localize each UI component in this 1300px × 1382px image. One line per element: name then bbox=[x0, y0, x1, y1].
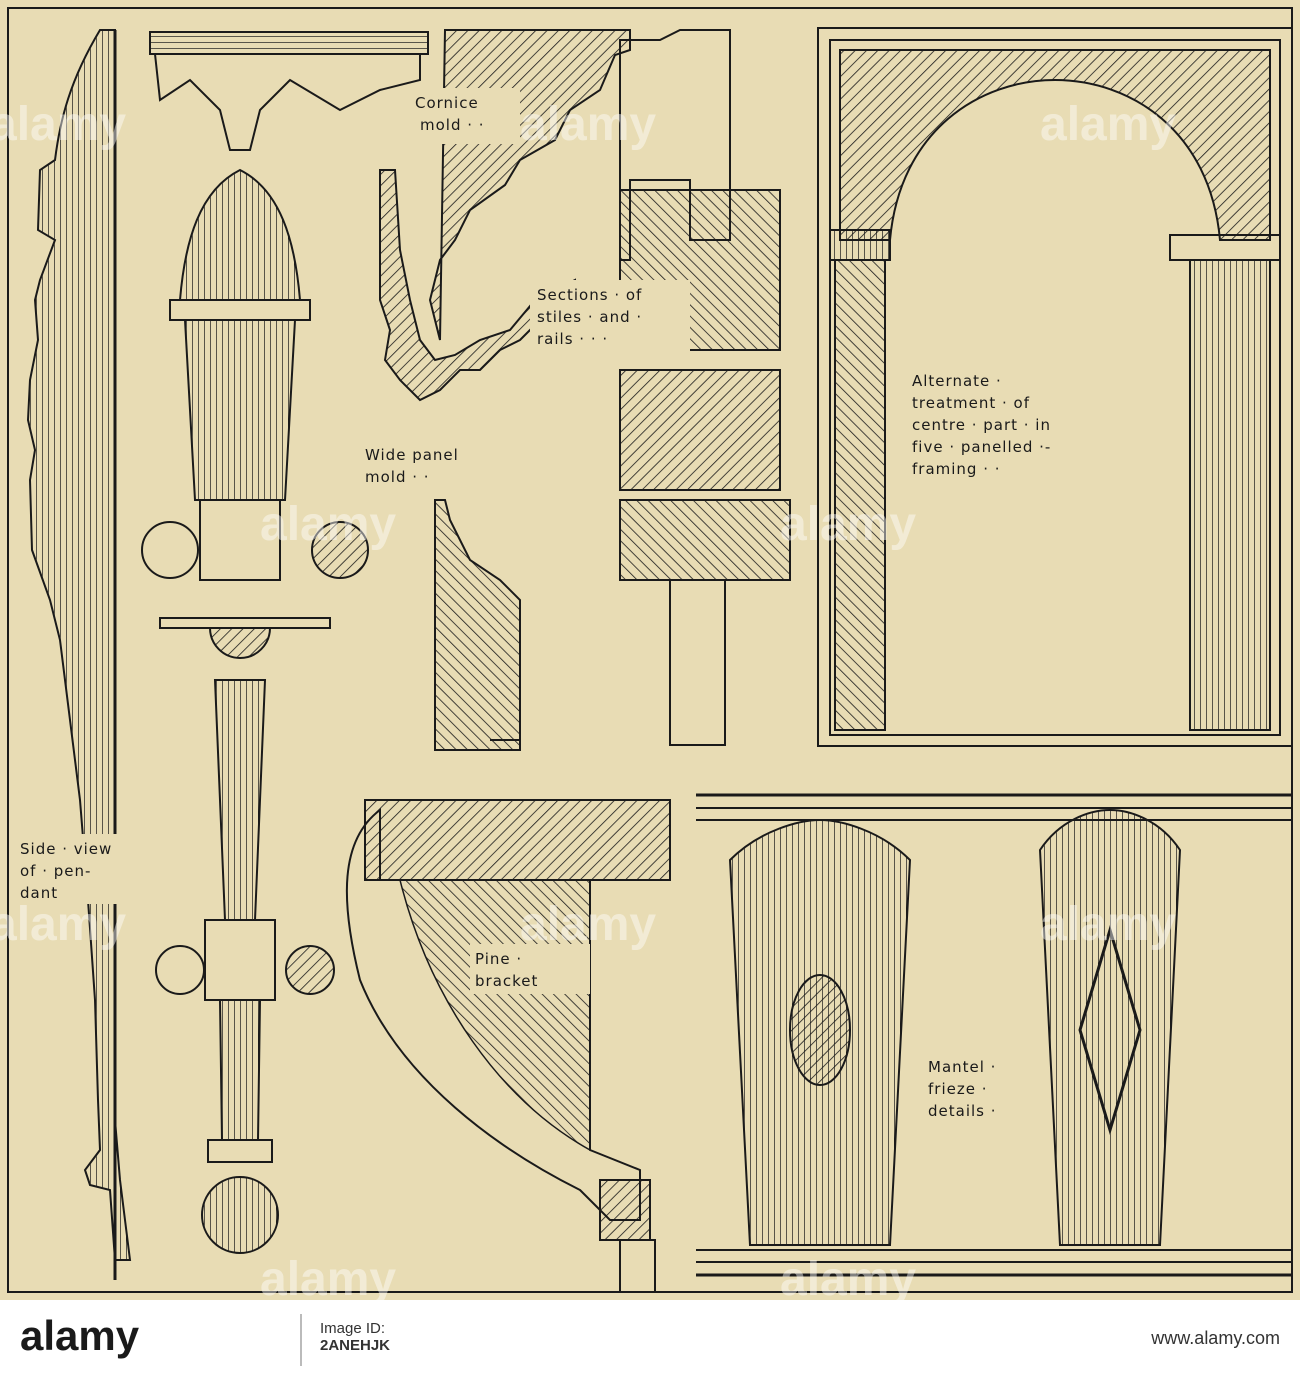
svg-text:alamy: alamy bbox=[0, 98, 126, 151]
mantel-frieze-details bbox=[696, 793, 1292, 1277]
stock-footer-bar: alamy Image ID: 2ANEHJK www.alamy.com bbox=[0, 1300, 1300, 1382]
svg-text:Side · view: Side · view bbox=[20, 840, 112, 858]
svg-text:Mantel ·: Mantel · bbox=[928, 1058, 996, 1076]
label-alternate-treatment: Alternate · treatment · of centre · part… bbox=[905, 365, 1165, 489]
svg-text:Cornice: Cornice bbox=[415, 94, 479, 112]
alamy-logo[interactable]: alamy bbox=[20, 1312, 140, 1359]
svg-text:treatment · of: treatment · of bbox=[912, 394, 1030, 412]
svg-text:stiles · and ·: stiles · and · bbox=[537, 308, 642, 326]
svg-text:framing · ·: framing · · bbox=[912, 460, 1001, 478]
svg-text:centre · part · in: centre · part · in bbox=[912, 416, 1051, 434]
alternate-treatment-panel bbox=[817, 27, 1293, 747]
svg-text:of · pen-: of · pen- bbox=[20, 862, 91, 880]
svg-text:alamy: alamy bbox=[1040, 898, 1176, 951]
svg-text:bracket: bracket bbox=[475, 972, 538, 990]
label-pine-bracket: Pine · bracket bbox=[470, 944, 590, 994]
watermark: alamy alamy alamy alamy alamy alamy alam… bbox=[0, 98, 1176, 1306]
svg-text:alamy: alamy bbox=[260, 1253, 396, 1300]
svg-text:Alternate ·: Alternate · bbox=[912, 372, 1002, 390]
svg-text:Wide panel: Wide panel bbox=[365, 446, 459, 464]
pine-bracket bbox=[345, 799, 671, 1293]
footer-divider bbox=[300, 1314, 302, 1366]
svg-text:alamy: alamy bbox=[780, 498, 916, 551]
svg-text:dant: dant bbox=[20, 884, 58, 902]
wide-panel-mold bbox=[434, 499, 521, 751]
svg-text:rails · · ·: rails · · · bbox=[537, 330, 608, 348]
image-id-code: 2ANEHJK bbox=[320, 1337, 391, 1354]
svg-text:alamy: alamy bbox=[780, 1253, 916, 1300]
svg-text:mold · ·: mold · · bbox=[365, 468, 430, 486]
svg-text:five · panelled ·-: five · panelled ·- bbox=[912, 438, 1051, 456]
image-id-label: Image ID: bbox=[320, 1320, 386, 1337]
svg-text:details ·: details · bbox=[928, 1102, 997, 1120]
pendant-front bbox=[141, 31, 429, 1254]
svg-text:alamy: alamy bbox=[520, 898, 656, 951]
image-id: Image ID: 2ANEHJK bbox=[320, 1320, 390, 1354]
site-url-link[interactable]: www.alamy.com bbox=[1151, 1328, 1280, 1348]
drawing-plate: Cornice mold · · Sections · of stiles · … bbox=[0, 0, 1300, 1300]
label-mantel-frieze: Mantel · frieze · details · bbox=[923, 1052, 1043, 1124]
svg-text:alamy: alamy bbox=[520, 98, 656, 151]
label-side-view: Side · view of · pen- dant bbox=[15, 834, 145, 904]
label-wide-panel-mold: Wide panel mold · · bbox=[360, 440, 490, 490]
svg-text:frieze ·: frieze · bbox=[928, 1080, 987, 1098]
svg-text:alamy: alamy bbox=[1040, 98, 1176, 151]
svg-text:Pine ·: Pine · bbox=[475, 950, 522, 968]
svg-text:alamy: alamy bbox=[260, 498, 396, 551]
drawing-svg: Cornice mold · · Sections · of stiles · … bbox=[0, 7, 1293, 1306]
svg-text:alamy: alamy bbox=[0, 898, 126, 951]
label-stiles-and-rails: Sections · of stiles · and · rails · · · bbox=[530, 280, 690, 356]
svg-text:mold · ·: mold · · bbox=[420, 116, 485, 134]
label-cornice-mold: Cornice mold · · bbox=[408, 88, 520, 144]
svg-text:Sections · of: Sections · of bbox=[537, 286, 642, 304]
side-view-pendant bbox=[26, 29, 132, 1280]
